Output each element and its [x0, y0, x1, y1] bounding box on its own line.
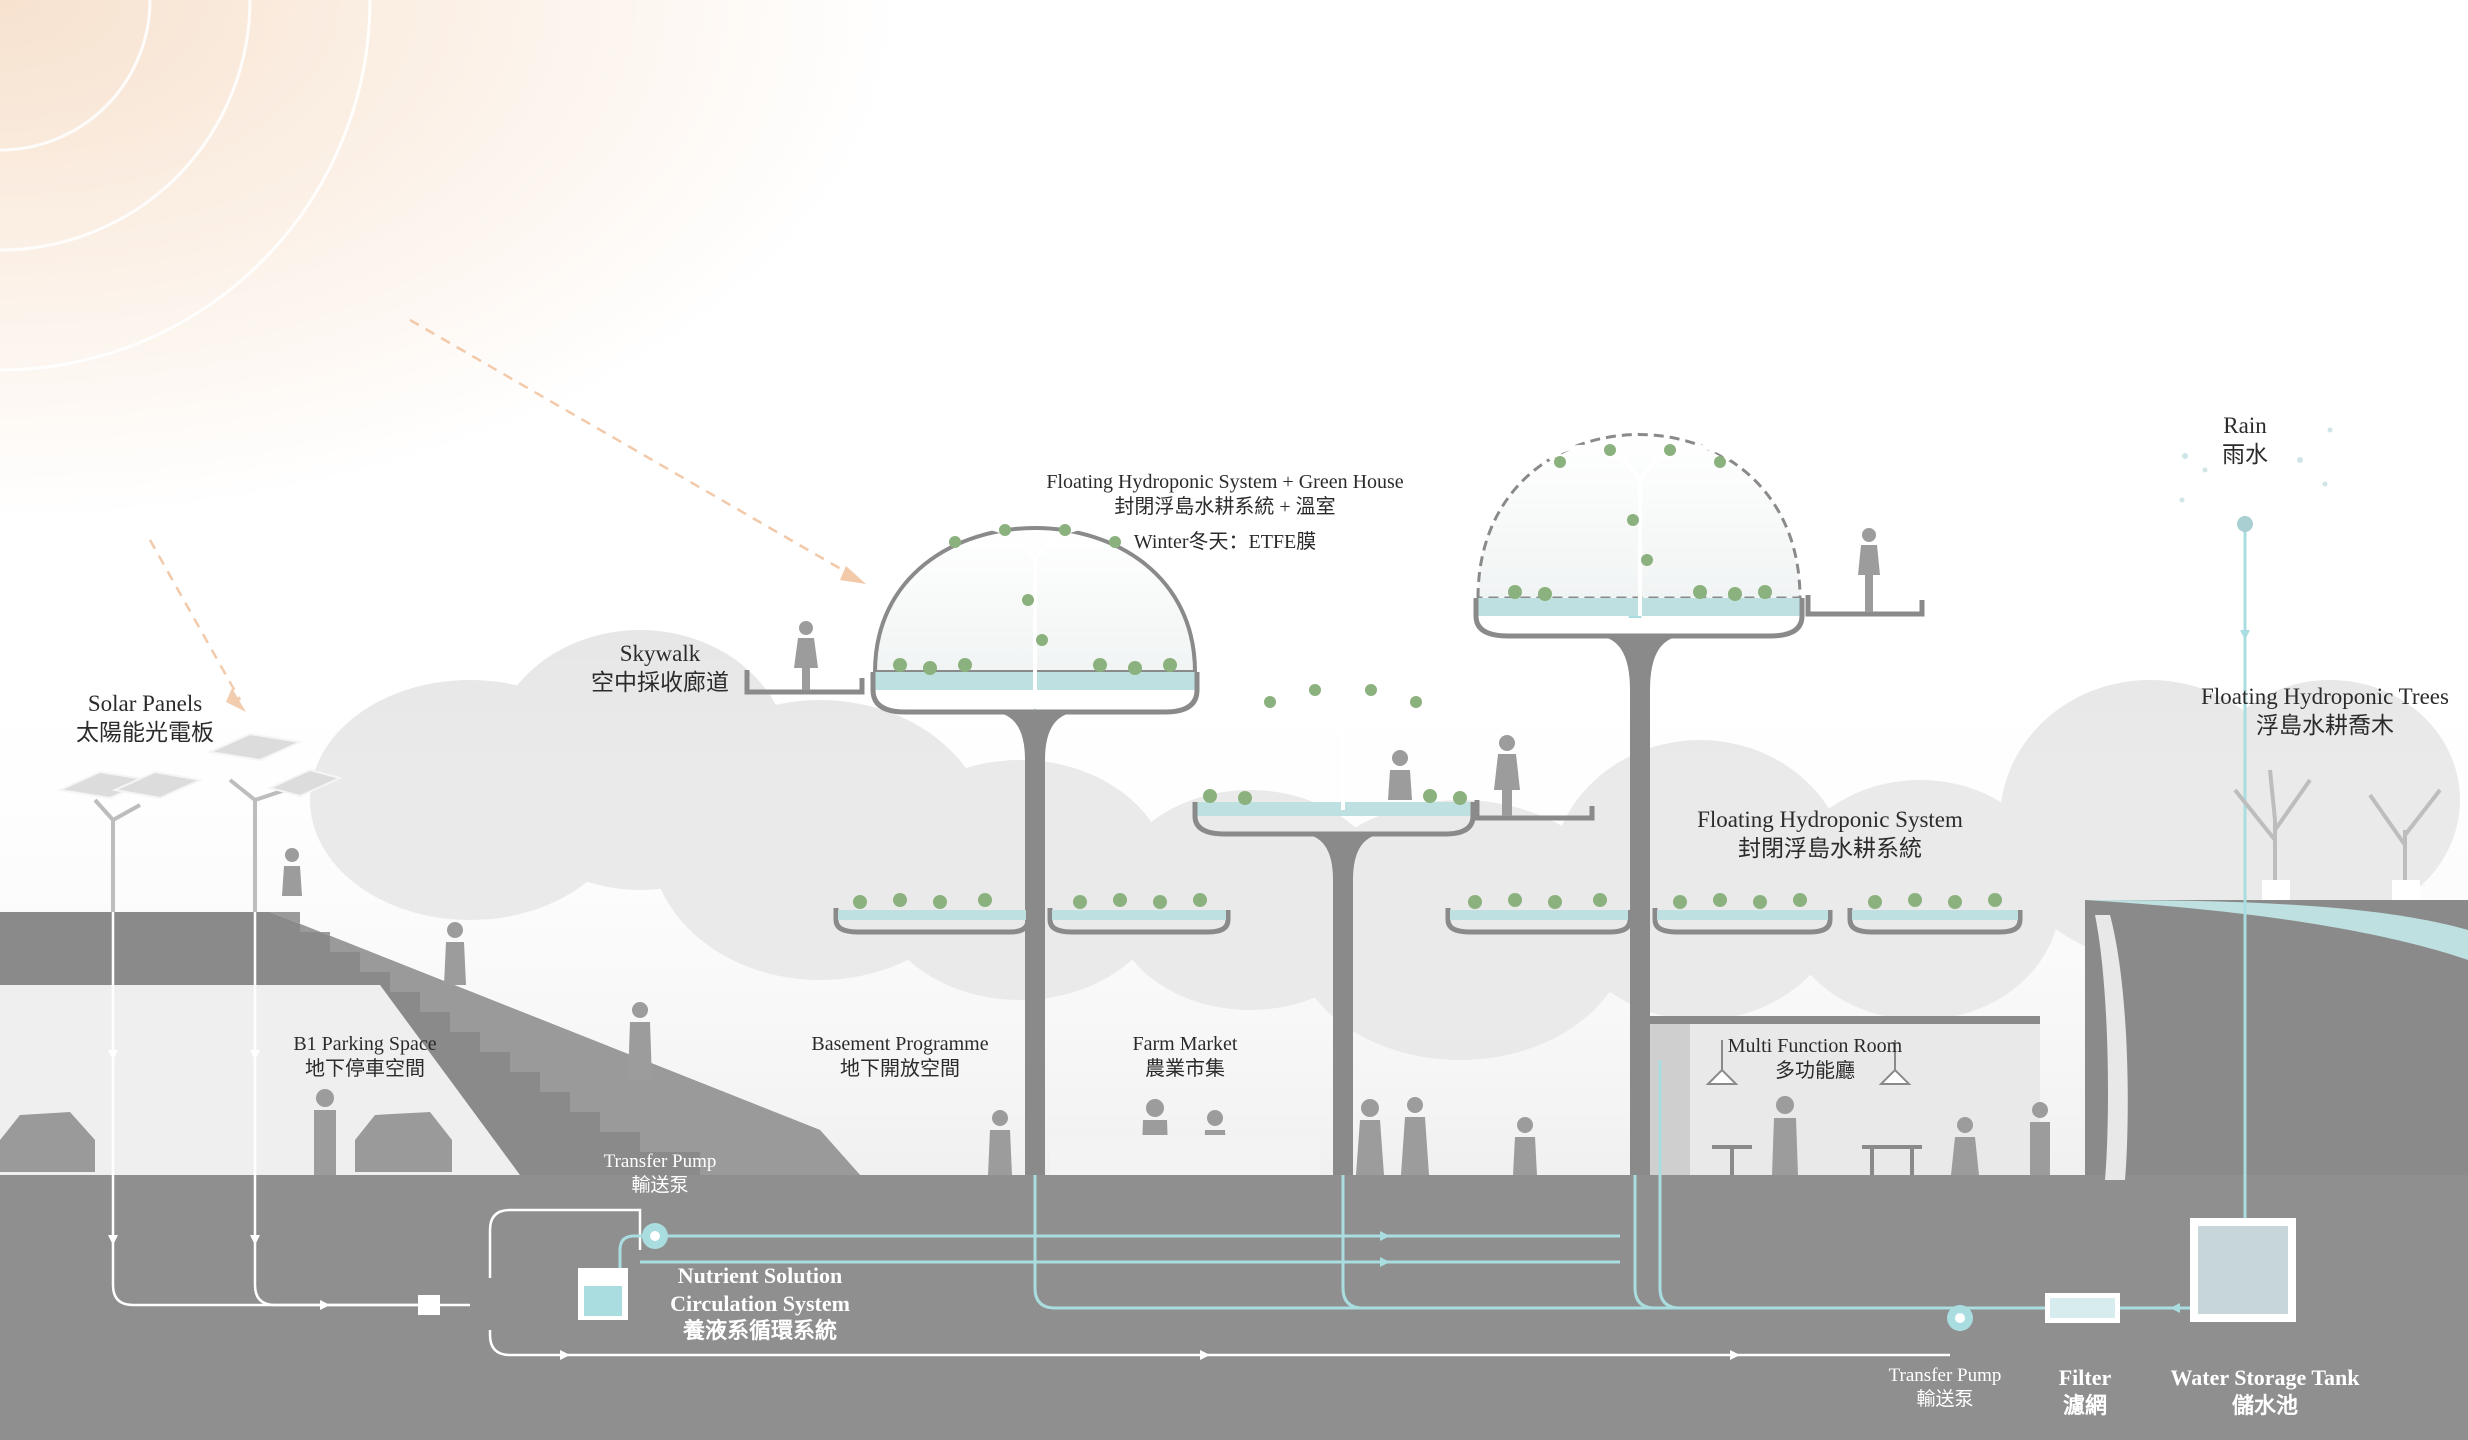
flow-arrowheads	[108, 1050, 1740, 1360]
filter-zh: 濾網	[2062, 1392, 2107, 1418]
market-stall	[1050, 1135, 1320, 1175]
hydro-trees-zh: 浮島水耕喬木	[2256, 712, 2394, 738]
parking-zh: 地下停車空間	[305, 1058, 425, 1080]
room-lamps	[1705, 1040, 1912, 1085]
tree-planter-1	[2262, 880, 2290, 900]
rain-en: Rain	[2223, 413, 2267, 438]
multi-room-zh: 多功能廳	[1775, 1060, 1855, 1082]
label-greenhouse: Floating Hydroponic System + Green House…	[1025, 470, 1425, 555]
planter-plants	[853, 893, 2002, 909]
greenhouse-en: Floating Hydroponic System + Green House	[1046, 471, 1404, 493]
pump-right-zh: 輸送泵	[1916, 1388, 1974, 1410]
tank-zh: 儲水池	[2231, 1392, 2298, 1418]
rain-zh: 雨水	[2222, 441, 2268, 467]
greenhouse-zh: 封閉浮島水耕系統 + 溫室	[1114, 496, 1336, 518]
nutrient-tank	[578, 1268, 628, 1320]
label-filter: Filter 濾網	[2040, 1364, 2130, 1419]
platform-middle	[1192, 684, 1476, 1175]
people-silhouettes	[282, 528, 2050, 1175]
label-hydro-system: Floating Hydroponic System 封閉浮島水耕系統	[1680, 806, 1980, 864]
hydro-system-zh: 封閉浮島水耕系統	[1738, 835, 1922, 861]
planter-water	[838, 910, 2018, 920]
teal-pipes	[618, 530, 2247, 1310]
skywalk-platform-mid	[1474, 800, 1595, 821]
skywalk-en: Skywalk	[619, 641, 701, 666]
label-pump-right: Transfer Pump 輸送泵	[1865, 1364, 2025, 1412]
hydro-system-en: Floating Hydroponic System	[1697, 807, 1963, 832]
water-storage-tank	[2190, 1218, 2296, 1322]
label-multi-room: Multi Function Room 多功能廳	[1715, 1034, 1915, 1084]
junction-box	[418, 1295, 440, 1315]
label-tank: Water Storage Tank 儲水池	[2140, 1364, 2390, 1419]
filter	[2045, 1293, 2120, 1323]
label-hydro-trees: Floating Hydroponic Trees 浮島水耕喬木	[2190, 683, 2460, 741]
room-furniture	[1712, 1145, 1922, 1175]
solar-panels-en: Solar Panels	[87, 691, 203, 716]
sun-rings	[0, 0, 372, 372]
hydroponic-trees	[2233, 769, 2442, 880]
label-pump-left: Transfer Pump 輸送泵	[580, 1150, 740, 1198]
nutrient-en: Nutrient Solution	[677, 1263, 843, 1288]
label-rain: Rain 雨水	[2195, 412, 2295, 470]
rain-drops	[2179, 427, 2333, 503]
market-zh: 農業市集	[1145, 1058, 1225, 1080]
solar-panels-zh: 太陽能光電板	[76, 719, 214, 745]
skywalk-platform	[744, 670, 865, 695]
basement-zh: 地下開放空間	[840, 1058, 960, 1080]
label-market: Farm Market 農業市集	[1110, 1032, 1260, 1082]
solar-panels	[56, 732, 343, 800]
pump-right-en: Transfer Pump	[1888, 1365, 2002, 1386]
hydro-trees-en: Floating Hydroponic Trees	[2201, 684, 2449, 709]
skywalk-zh: 空中採收廊道	[591, 669, 729, 695]
label-basement: Basement Programme 地下開放空間	[790, 1032, 1010, 1082]
label-nutrient: Nutrient Solution Circulation System 養液系…	[650, 1262, 870, 1345]
skywalk-platform-right	[1805, 595, 1925, 617]
pump-left-en: Transfer Pump	[603, 1151, 717, 1172]
label-solar-panels: Solar Panels 太陽能光電板	[20, 690, 270, 748]
tree-planter-2	[2392, 880, 2420, 900]
pump-left-zh: 輸送泵	[631, 1174, 689, 1196]
nutrient-en2: Circulation System	[670, 1290, 850, 1316]
greenhouse-note: Winter冬天：ETFE膜	[1133, 531, 1317, 553]
multi-room-en: Multi Function Room	[1727, 1035, 1903, 1057]
flow-lines	[111, 912, 1950, 1357]
transfer-pump-left	[642, 1223, 668, 1249]
parking-cars	[0, 1112, 452, 1172]
greenhouse-left	[870, 524, 1200, 1175]
basement-en: Basement Programme	[811, 1033, 989, 1055]
filter-en: Filter	[2058, 1365, 2112, 1390]
floating-planters	[833, 908, 2023, 935]
tank-en: Water Storage Tank	[2170, 1365, 2360, 1390]
label-skywalk: Skywalk 空中採收廊道	[560, 640, 760, 698]
label-parking: B1 Parking Space 地下停車空間	[270, 1032, 460, 1082]
greenhouse-right	[1473, 433, 1805, 1175]
parking-en: B1 Parking Space	[293, 1033, 437, 1055]
transfer-pump-right	[1947, 1305, 1973, 1331]
market-en: Farm Market	[1132, 1033, 1238, 1055]
rain-collector	[2237, 516, 2253, 532]
nutrient-zh: 養液系循環系統	[682, 1318, 837, 1343]
